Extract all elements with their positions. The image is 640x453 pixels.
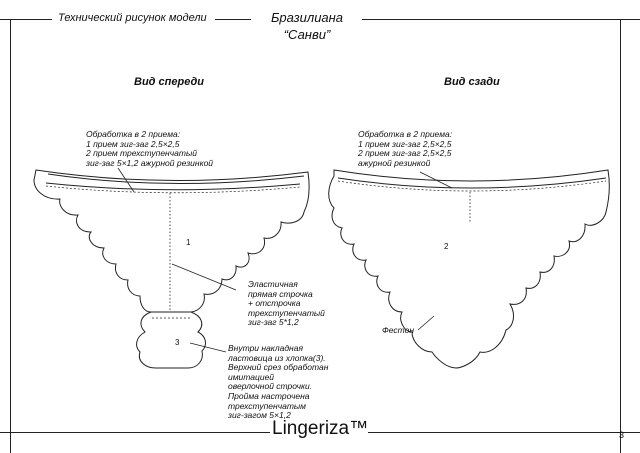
gusset-note-line-6: Пройма настрочена [228,390,310,401]
back-part-number: 2 [444,242,449,251]
front-waist-band-line [45,182,301,191]
front-waist-note: Обработка в 2 приема: 1 прием зиг-заг 2,… [86,129,214,168]
front-seam-note: Эластичная прямая строчка + отстрочка тр… [248,279,325,328]
back-view-title: Вид сзади [444,76,500,88]
frame-right-vertical-line [620,19,621,453]
back-waist-note: Обработка в 2 приема: 1 прием зиг-заг 2,… [358,129,453,168]
front-seam-note-line-1: Эластичная [248,279,298,289]
front-waist-stitch-line [45,185,301,194]
back-edge-label-leader [417,315,435,331]
back-waist-stitch-line [337,180,607,192]
page-number: 3 [619,430,625,440]
back-waist-note-line-2: 1 прием зиг-заг 2,5×2,5 [358,138,452,149]
front-waist-note-line-1: Обработка в 2 приема: [86,129,181,139]
front-seam-note-leader [171,263,237,291]
gusset-outline [136,311,206,369]
frame-bottom-left-line [0,432,270,433]
model-name-title: “Санви” [283,27,331,42]
front-waist-inner-line [47,173,305,185]
front-view-title: Вид спереди [134,76,204,88]
gusset-note-line-5: оверлочной строчки. [228,381,313,392]
front-waist-note-leader [117,167,135,193]
frame-left-vertical-line [10,19,11,453]
gusset-part-number: 3 [175,338,180,347]
back-waist-note-line-3: 2 прием зиг-заг 2,5×2,5 [358,148,452,159]
back-waist-note-line-1: Обработка в 2 приема: [358,129,453,139]
front-waist-note-line-3: 2 прием трехступенчатый [86,148,197,159]
front-waist-note-line-2: 1 прием зиг-заг 2,5×2,5 [86,138,180,149]
gusset-note-line-4: имитацией [228,371,275,382]
gusset-note-line-8: зиг-загом 5×1,2 [228,410,291,421]
model-type-title: Бразилиана [270,10,344,25]
front-seam-note-line-4: трехступенчатый [248,307,325,318]
gusset-note: Внутри накладная ластовица из хлопка(3).… [228,343,329,421]
gusset-note-line-2: ластовица из хлопка(3). [228,352,326,363]
back-waist-note-leader [419,171,453,189]
gusset-note-line-3: Верхний срез обработан [228,362,329,373]
front-gusset-note-leader [189,342,227,353]
back-edge-label: Фестон [382,325,415,335]
back-panty-outline [328,169,610,369]
front-seam-note-line-5: зиг-заг 5*1,2 [248,317,299,328]
frame-top-right-line [362,19,640,20]
gusset-note-line-7: трехступенчатым [228,400,306,411]
front-seam-note-line-3: + отстрочка [248,298,301,309]
frame-bottom-right-line [368,432,640,433]
back-waist-note-line-4: ажурной резинкой [358,157,431,168]
front-panty-outline [33,169,310,313]
front-waist-note-line-4: зиг-заг 5×1,2 ажурной резинкой [86,157,214,168]
front-part-number: 1 [186,238,191,247]
gusset-note-line-1: Внутри накладная [228,343,303,353]
frame-top-left-line [0,19,52,20]
frame-top-middle-line [215,19,251,20]
brand-logo-text: Lingeriza™ [272,418,369,439]
back-waist-band-line [337,177,607,189]
header-left-title: Технический рисунок модели [58,12,207,24]
front-seam-note-line-2: прямая строчка [248,288,313,299]
